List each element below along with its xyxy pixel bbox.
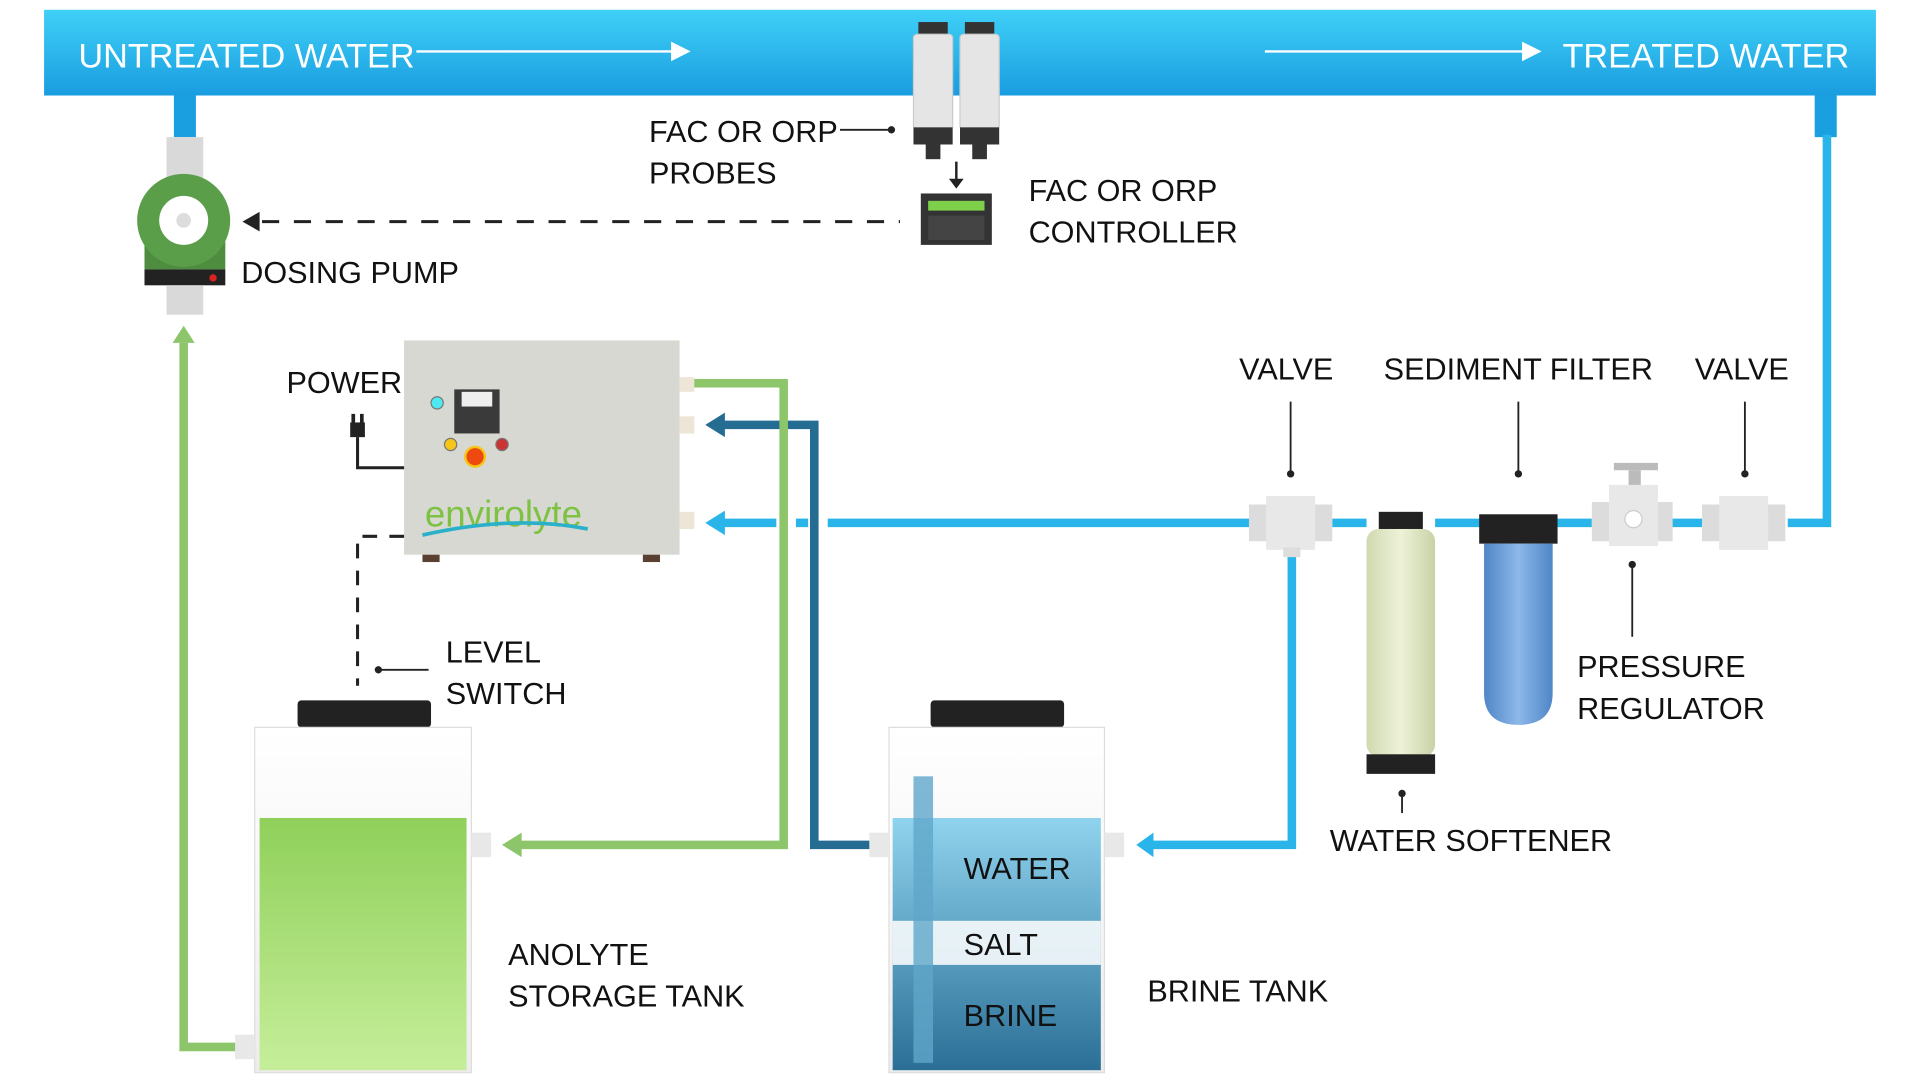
dosing-line: [179, 342, 239, 1052]
level-switch-label-line1: LEVEL: [446, 635, 541, 669]
untreated-water-label: UNTREATED WATER: [78, 37, 414, 75]
controller-label-line2: CONTROLLER: [1029, 215, 1238, 249]
anolyte-label-line1: ANOLYTE: [508, 938, 649, 972]
brine-line: [722, 420, 870, 850]
power-label: POWER: [287, 366, 403, 400]
water-softener: [1366, 511, 1436, 774]
pressure-regulator-label-line1: PRESSURE: [1577, 650, 1745, 684]
power-plug-icon: [350, 413, 365, 438]
probes-label-line2: PROBES: [649, 157, 777, 191]
sediment-filter: [1479, 514, 1558, 725]
controller: [920, 193, 992, 245]
valve-right: [1702, 495, 1786, 550]
salt-layer-label: SALT: [964, 928, 1038, 962]
level-switch-label-line2: SWITCH: [446, 677, 567, 711]
water-softener-label: WATER SOFTENER: [1330, 824, 1612, 858]
water-layer-label: WATER: [964, 852, 1071, 886]
feed-water-line: [722, 134, 1832, 850]
anolyte-label-line2: STORAGE TANK: [508, 980, 745, 1014]
anolyte-line: [519, 378, 788, 850]
level-switch-wire: [356, 534, 405, 686]
leader-lines: [1289, 401, 1746, 814]
brine-tank: [869, 700, 1125, 1074]
brine-tank-label: BRINE TANK: [1147, 975, 1328, 1009]
dosing-pump-label: DOSING PUMP: [241, 256, 459, 290]
probes-label-line1: FAC OR ORP: [649, 115, 838, 149]
anolyte-storage-tank: [235, 700, 492, 1074]
envirolyte-generator: envirolyte: [404, 340, 695, 563]
dosing-pump: [137, 137, 231, 315]
pressure-regulator-label-line2: REGULATOR: [1577, 692, 1765, 726]
valve-left: [1248, 495, 1333, 558]
controller-label-line1: FAC OR ORP: [1029, 174, 1218, 208]
brine-layer-label: BRINE: [964, 999, 1058, 1033]
valve-right-label: VALVE: [1695, 353, 1789, 387]
pressure-regulator: [1591, 462, 1673, 547]
sediment-filter-label: SEDIMENT FILTER: [1384, 353, 1653, 387]
treated-water-label: TREATED WATER: [1562, 37, 1849, 75]
probes: [912, 22, 1000, 160]
valve-left-label: VALVE: [1239, 353, 1333, 387]
